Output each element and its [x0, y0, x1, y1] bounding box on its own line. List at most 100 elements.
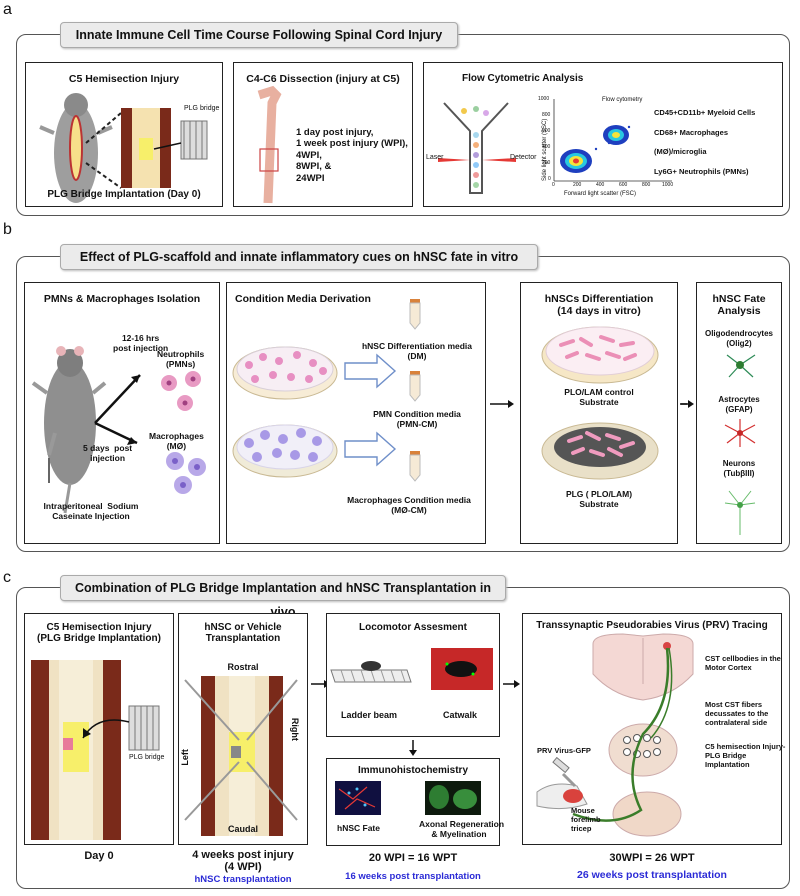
flow-plot-title: Flow cytometry	[602, 97, 643, 103]
c-box2-caption: 4 weeks post injury (4 WPI)	[192, 849, 294, 874]
b-box2-title: Condition Media Derivation	[235, 293, 371, 305]
c-box-transplant: hNSC or Vehicle Transplantation Rostral …	[178, 613, 308, 845]
b-sub2: PLG ( PLO/LAM) Substrate	[565, 489, 633, 510]
c-box1-title: C5 Hemisection Injury (PLG Bridge Implan…	[37, 622, 161, 644]
x-tick: 1000	[662, 182, 674, 188]
b-pmn-label: PMN Condition media (PMN-CM)	[373, 409, 461, 430]
b-dm-label: hNSC Differentiation media (DM)	[361, 341, 473, 362]
c-right: Right	[289, 717, 300, 741]
y-tick: 400	[542, 144, 551, 150]
c-ihc-fate: hNSC Fate	[337, 823, 380, 833]
b-box3-title: hNSCs Differentiation (14 days in vitro)	[544, 293, 654, 317]
timepoint-1d: 1 day post injury,	[296, 127, 374, 138]
a-timepoints: 1 day post injury, 1 week post injury (W…	[296, 127, 408, 184]
c-cst1: CST cellbodies in the Motor Cortex	[705, 654, 781, 672]
b-sub1: PLO/LAM control Substrate	[564, 387, 634, 408]
a-box-flow: Flow Cytometric Analysis Flow cytometry …	[423, 62, 783, 207]
c-cst2: Most CST fibers decussates to the contra…	[705, 700, 769, 727]
c-box2-title: hNSC or Vehicle Transplantation	[204, 622, 282, 644]
y-tick: 200	[542, 160, 551, 166]
c-mouse-label: Mouse forelimb tricep	[571, 806, 601, 833]
b-neutrophils: Neutrophils (PMNs)	[157, 349, 205, 370]
a-box1-title: C5 Hemisection Injury	[68, 73, 180, 85]
c-right-caption-blue: 26 weeks post transplantation	[577, 869, 727, 881]
c-locomotor-illustration	[330, 648, 493, 690]
condition-media-illustration	[232, 299, 421, 482]
x-tick: 200	[573, 182, 582, 188]
x-tick: 0	[552, 182, 555, 188]
c-box-prv: Transsynaptic Pseudorabies Virus (PRV) T…	[522, 613, 786, 845]
c-box5-title: Transsynaptic Pseudorabies Virus (PRV) T…	[536, 620, 768, 631]
rat-injury-illustration	[39, 93, 208, 203]
c-prv-tracing-illustration	[536, 633, 694, 837]
b-box1-title: PMNs & Macrophages Isolation	[43, 293, 201, 305]
c-mid-caption-blue: 16 weeks post transplantation	[345, 871, 481, 882]
c-ihc-axonal: Axonal Regeneration & Myelination	[419, 819, 505, 840]
c-ladder-label: Ladder beam	[341, 710, 398, 720]
b-box1-caption: Intraperitoneal Sodium Caseinate Injecti…	[43, 501, 139, 522]
b-macrophages: Macrophages (MØ)	[149, 431, 204, 452]
spinal-cord-dissection-illustration	[257, 85, 282, 204]
c-spinal-bridge-illustration	[31, 660, 160, 840]
c-c5: C5 hemisection Injury- PLG Bridge Implan…	[705, 742, 786, 769]
panel-label-b: b	[3, 221, 12, 238]
c-right-caption: 30WPI = 26 WPT	[609, 852, 695, 864]
y-tick: 800	[542, 112, 551, 118]
c-box-locomotor: Locomotor Assesment Ladder beam Catwalk	[326, 613, 500, 737]
b-time2: 5 days post injection	[83, 443, 133, 464]
fate-oligodendrocytes: Oligodendrocytes (Olig2)	[704, 329, 773, 348]
c-bridge-label: PLG bridge	[129, 754, 165, 761]
x-tick: 400	[596, 182, 605, 188]
c-box3-title: Locomotor Assesment	[359, 622, 467, 633]
b-time1: 12-16 hrs post injection	[113, 333, 169, 354]
substrate-dishes-illustration	[541, 326, 659, 480]
panel-label-c: c	[3, 569, 11, 586]
b-arrow-to-fate-head	[680, 400, 694, 408]
flow-markers: CD45+CD11b+ Myeloid Cells CD68+ Macropha…	[654, 103, 782, 181]
timepoint-1wpi: 1 week post injury (WPI),	[296, 138, 408, 150]
y-tick: 600	[542, 128, 551, 134]
b-box-differentiation: hNSCs Differentiation (14 days in vitro)…	[520, 282, 678, 544]
panel-b-title: Effect of PLG-scaffold and innate inflam…	[60, 244, 538, 270]
laser-label: Laser	[426, 154, 444, 161]
marker-myeloid: CD45+CD11b+ Myeloid Cells	[654, 108, 756, 117]
b-box4-title: hNSC Fate Analysis	[712, 293, 766, 317]
cell-fate-illustrations	[724, 354, 756, 535]
timepoint-8wpi: 8WPI, &	[296, 161, 332, 173]
mouse-injection-illustration	[31, 346, 206, 514]
a-box3-title: Flow Cytometric Analysis	[462, 73, 584, 84]
x-tick: 600	[619, 182, 628, 188]
c-arrow-to-prv	[503, 680, 520, 688]
c-caudal: Caudal	[227, 824, 258, 834]
y-tick: 1000	[538, 96, 550, 102]
c-box2-caption-blue: hNSC transplantation	[194, 874, 292, 885]
c-prv-label: PRV Virus-GFP	[537, 746, 591, 755]
flow-xlabel: Forward light scatter (FSC)	[564, 191, 637, 197]
a-bridge-label: PLG bridge	[184, 105, 220, 112]
y-tick: 0	[548, 176, 551, 182]
b-mo-label: Macrophages Condition media (MØ-CM)	[347, 495, 471, 516]
b-box-isolation: PMNs & Macrophages Isolation 12-16 hrs p…	[24, 282, 220, 544]
c-catwalk-label: Catwalk	[443, 710, 478, 720]
c-rostral: Rostral	[227, 662, 259, 672]
c-box4-title: Immunohistochemistry	[357, 765, 469, 776]
flow-cytometer-illustration	[438, 99, 672, 194]
c-mid-caption: 20 WPI = 16 WPT	[368, 852, 458, 864]
c-box1-caption: Day 0	[84, 850, 114, 862]
timepoint-24wpi: 24WPI	[296, 172, 325, 184]
a-box1-caption: PLG Bridge Implantation (Day 0)	[47, 189, 201, 200]
marker-macrophages: CD68+ Macrophages (MØ)/microglia	[654, 127, 728, 157]
a-box2-title: C4-C6 Dissection (injury at C5)	[246, 73, 400, 85]
c-ihc-images	[335, 781, 481, 815]
fate-neurons: Neurons (TubβIII)	[722, 459, 756, 478]
panel-c-title: Combination of PLG Bridge Implantation a…	[60, 575, 506, 619]
b-arrow-to-differentiation	[490, 400, 514, 408]
x-tick: 800	[642, 182, 651, 188]
detector-label: Detector	[510, 154, 537, 161]
b-box-fate: hNSC Fate Analysis Oligodendrocytes (Oli…	[696, 282, 782, 544]
marker-neutrophils: Ly6G+ Neutrophils (PMNs)	[654, 166, 749, 176]
a-box-hemisection: C5 Hemisection Injury PLG bridge PLG Bri…	[25, 62, 223, 207]
panel-label-a: a	[3, 1, 12, 18]
panel-a-title: Innate Immune Cell Time Course Following…	[60, 22, 458, 48]
c-left: Left	[179, 749, 190, 766]
